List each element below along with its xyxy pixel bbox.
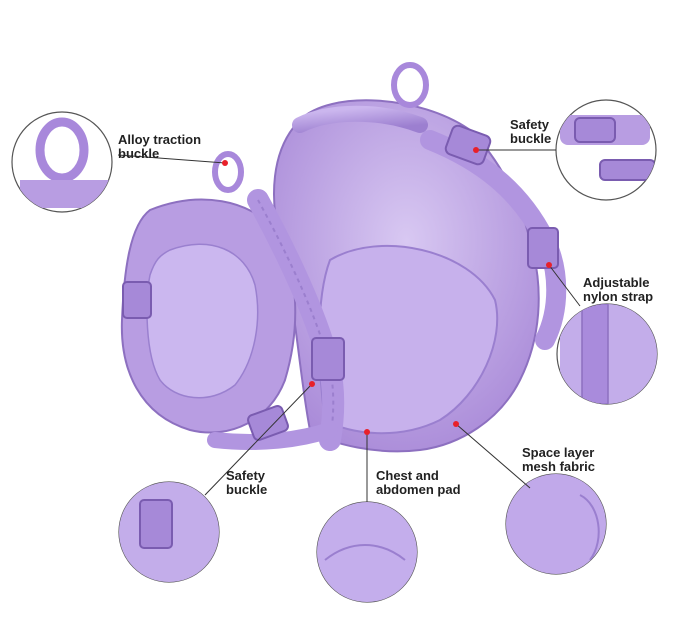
left-side-buckle [122,281,152,319]
pointer-dot-mesh [453,421,459,427]
callout-label-adjustable-nylon-strap: Adjustable nylon strap [583,275,654,304]
callout-label-safety-buckle-bottom: Safety buckle [226,468,268,497]
d-ring-top [391,62,429,108]
belly-strap [207,422,338,450]
d-ring-left [212,151,244,193]
pointer-dot-alloy [222,160,228,166]
zoom-circle-safety-buckle-top [555,99,657,201]
zoom-circle-alloy-buckle [11,111,113,213]
pointer-dot-nylon [546,262,552,268]
pointer-dot-safety-bottom [309,381,315,387]
callout-label-alloy-traction-buckle: Alloy traction buckle [118,132,202,161]
bottom-buckle [247,405,289,441]
leader-line-mesh [455,423,531,489]
callout-label-space-layer-mesh: Space layer mesh fabric [522,445,595,474]
zoom-circle-mesh-fabric [505,473,607,575]
zoom-circle-chest-pad [316,501,418,603]
leader-lines [117,149,581,502]
leader-line-alloy [117,154,226,164]
top-buckle [444,124,492,166]
left-leg-inner [146,243,259,399]
side-adjuster [527,227,559,269]
leader-line-safety-bottom [204,383,313,496]
callout-label-safety-buckle-top: Safety buckle [510,117,552,146]
pointer-dot-safety-top [473,147,479,153]
callout-label-chest-abdomen-pad: Chest and abdomen pad [376,468,461,497]
center-adjuster [311,337,345,381]
harness-product-image [120,62,567,453]
zoom-circle-nylon-strap [556,303,658,405]
pointer-dot-chest [364,429,370,435]
pointer-dots [222,147,552,435]
leader-line-nylon [548,264,581,307]
zoom-circle-safety-buckle-bottom [118,481,220,583]
neck-strap [292,105,428,133]
